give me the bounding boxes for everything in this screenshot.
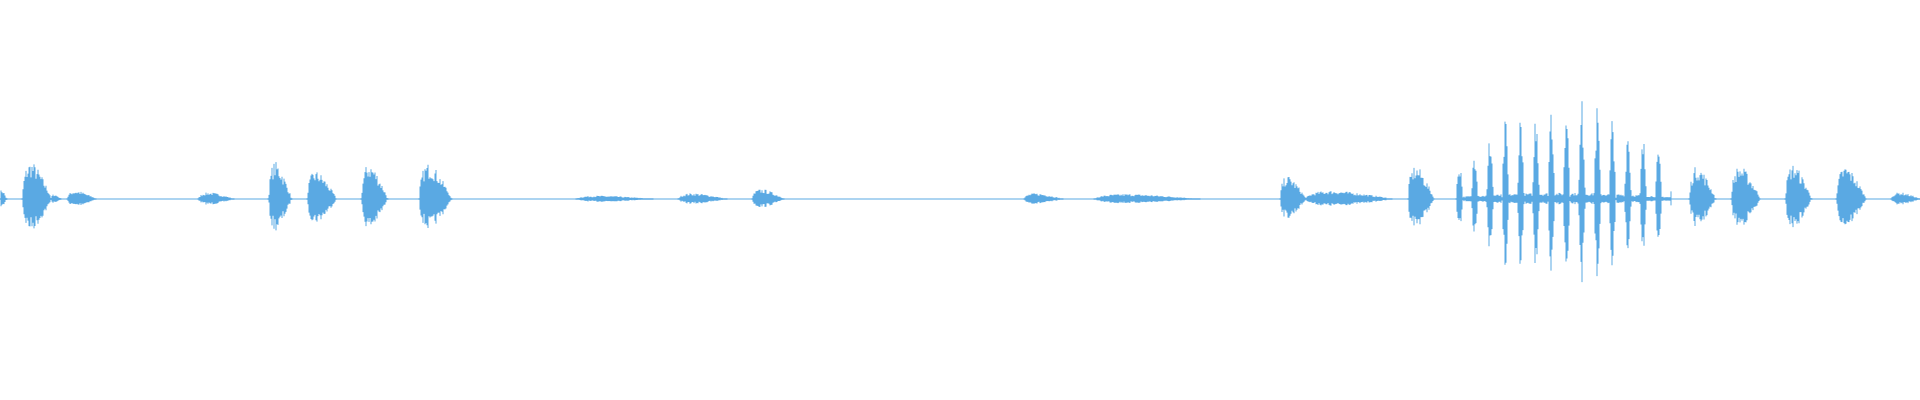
waveform-path-blip-1 — [0, 190, 8, 207]
waveform-path-call-2 — [267, 162, 293, 231]
waveform-segment-call-5 — [418, 164, 453, 228]
waveform-segment-soft-pulse-2 — [197, 192, 235, 205]
waveform-path-call-4 — [360, 167, 389, 227]
waveform-path-soft-pulse-3 — [1023, 193, 1064, 204]
waveform-segment-call-4 — [360, 167, 389, 227]
waveform-path-call-1-tail — [50, 194, 62, 203]
waveform-path-soft-pulse-2 — [197, 192, 235, 205]
waveform-segment-call-3 — [306, 172, 337, 222]
waveform-segment-soft-pulse-3 — [1023, 193, 1064, 204]
waveform-path-call-12 — [1835, 169, 1867, 225]
waveform-segment-soft-pulse-1 — [66, 191, 97, 205]
waveform-path-call-6 — [751, 189, 785, 207]
waveform-segment-call-1-tail — [50, 194, 62, 203]
waveform-path-clicks-2 — [1304, 191, 1393, 206]
waveform-segment-call-8 — [1407, 167, 1435, 226]
waveform-segment-call-7 — [1279, 177, 1307, 218]
waveform-segment-call-10 — [1730, 168, 1761, 225]
waveform-segment-call-13 — [1890, 192, 1920, 205]
waveform-path-clicks-1 — [677, 193, 728, 204]
waveform-path-call-9 — [1688, 167, 1717, 226]
waveform-path-call-1 — [21, 164, 53, 229]
waveform-segment-faint-2 — [1093, 194, 1201, 204]
waveform-path-chorus — [1455, 101, 1672, 283]
waveform-segment-faint-1 — [575, 195, 654, 202]
waveform-segment-call-2 — [267, 162, 293, 231]
waveform-path-call-3 — [306, 172, 337, 222]
waveform-path-call-11 — [1784, 165, 1813, 228]
waveform-segment-call-12 — [1835, 169, 1867, 225]
waveform-envelope — [0, 101, 1920, 283]
waveform-path-call-8 — [1407, 167, 1435, 226]
waveform-path-soft-pulse-1 — [66, 191, 97, 205]
waveform-segment-clicks-2 — [1304, 191, 1393, 206]
waveform-path-faint-1 — [575, 195, 654, 202]
waveform-segment-call-1 — [21, 164, 53, 229]
waveform-segment-clicks-1 — [677, 193, 728, 204]
waveform-segment-call-11 — [1784, 165, 1813, 228]
waveform-path-call-5 — [418, 164, 453, 228]
waveform-segment-blip-1 — [0, 190, 8, 207]
waveform-path-call-13 — [1890, 192, 1920, 205]
waveform-segment-chorus — [1455, 101, 1672, 283]
waveform-segment-call-6 — [751, 189, 785, 207]
waveform-path-call-10 — [1730, 168, 1761, 225]
waveform-path-call-7 — [1279, 177, 1307, 218]
waveform-path-faint-2 — [1093, 194, 1201, 204]
waveform-segment-call-9 — [1688, 167, 1717, 226]
